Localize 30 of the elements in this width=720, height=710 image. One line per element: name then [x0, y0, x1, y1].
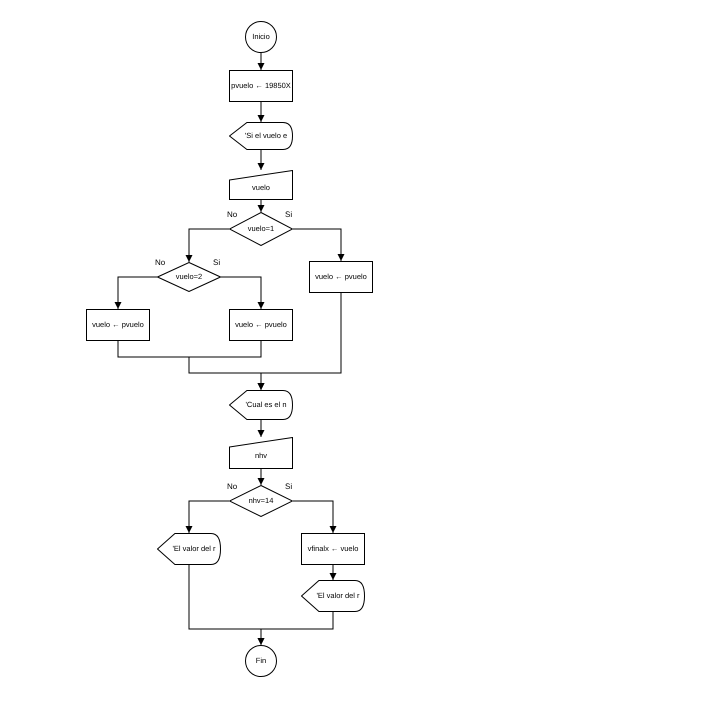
display-shape — [229, 122, 293, 150]
decision-diamond — [229, 212, 293, 246]
arrow — [186, 228, 230, 262]
arrow — [220, 276, 264, 310]
display-shape — [301, 580, 365, 612]
arrow — [258, 150, 264, 170]
arrow — [258, 200, 264, 212]
arrow — [292, 228, 344, 262]
process-box — [301, 533, 365, 565]
display-shape — [229, 390, 293, 420]
decision-diamond — [229, 485, 293, 517]
process-box — [309, 261, 373, 293]
arrow — [114, 276, 158, 310]
arrow — [330, 564, 336, 580]
arrow — [258, 102, 264, 122]
arrow — [258, 468, 264, 486]
arrow — [258, 420, 264, 438]
process-box — [229, 70, 293, 102]
arrow — [258, 52, 264, 70]
arrow — [258, 612, 334, 646]
arrow — [186, 500, 230, 534]
manual-input-shape — [229, 437, 293, 469]
terminal-circle — [245, 21, 277, 53]
process-box — [86, 309, 150, 341]
arrow — [292, 500, 336, 534]
terminal-circle — [245, 645, 277, 677]
display-shape — [157, 533, 221, 565]
manual-input-shape — [229, 170, 293, 200]
arrow — [258, 292, 342, 390]
process-box — [229, 309, 293, 341]
